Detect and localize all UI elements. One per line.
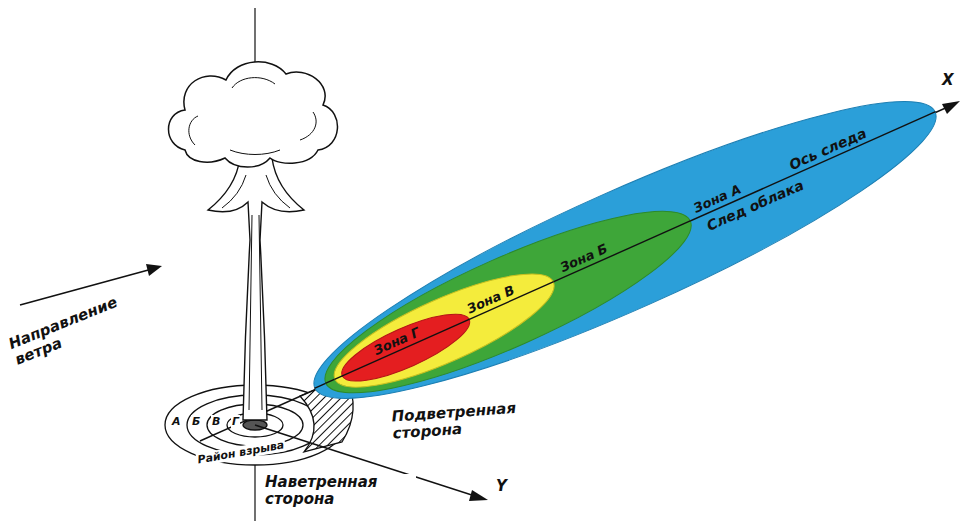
zone-ellipse: Зона АЗона БЗона ВЗона Г bbox=[290, 57, 960, 443]
axis-label: X bbox=[942, 72, 954, 89]
mushroom-cap bbox=[169, 62, 338, 167]
cloud-trail-label: След облака bbox=[704, 177, 806, 235]
zone-letter: Г bbox=[231, 415, 240, 428]
axis-arrowhead bbox=[469, 490, 488, 501]
wind-arrow bbox=[20, 269, 152, 305]
leeward-side-label: Подветренная сторона bbox=[391, 399, 525, 442]
zone-letter: В bbox=[211, 415, 221, 428]
zone-letter: А bbox=[171, 415, 182, 428]
axis-name: Ось следа bbox=[787, 125, 869, 174]
zone-fill bbox=[291, 58, 960, 443]
zone-fill bbox=[308, 180, 709, 424]
axis-arrowhead bbox=[942, 101, 960, 114]
windward-side-label: Наветренная сторона bbox=[264, 474, 416, 508]
trail-axis bbox=[334, 282, 553, 380]
wind-direction-label: Направление ветра bbox=[6, 289, 137, 368]
zone-fill bbox=[322, 253, 566, 408]
explosion-area-label: Район взрыва bbox=[196, 438, 287, 466]
zone-fill bbox=[334, 302, 477, 394]
trail-label-frame: Ось следаСлед облака bbox=[290, 57, 960, 443]
mushroom-stem bbox=[208, 158, 304, 420]
trail-axis bbox=[314, 112, 935, 389]
cap-shading bbox=[189, 78, 316, 155]
trail-axis bbox=[325, 221, 690, 384]
axis-label: Y bbox=[496, 478, 507, 495]
zone-letter: Б bbox=[191, 415, 201, 428]
stem-streaks bbox=[222, 175, 290, 410]
wind-arrowhead bbox=[146, 264, 162, 276]
trail-axis bbox=[342, 319, 470, 376]
